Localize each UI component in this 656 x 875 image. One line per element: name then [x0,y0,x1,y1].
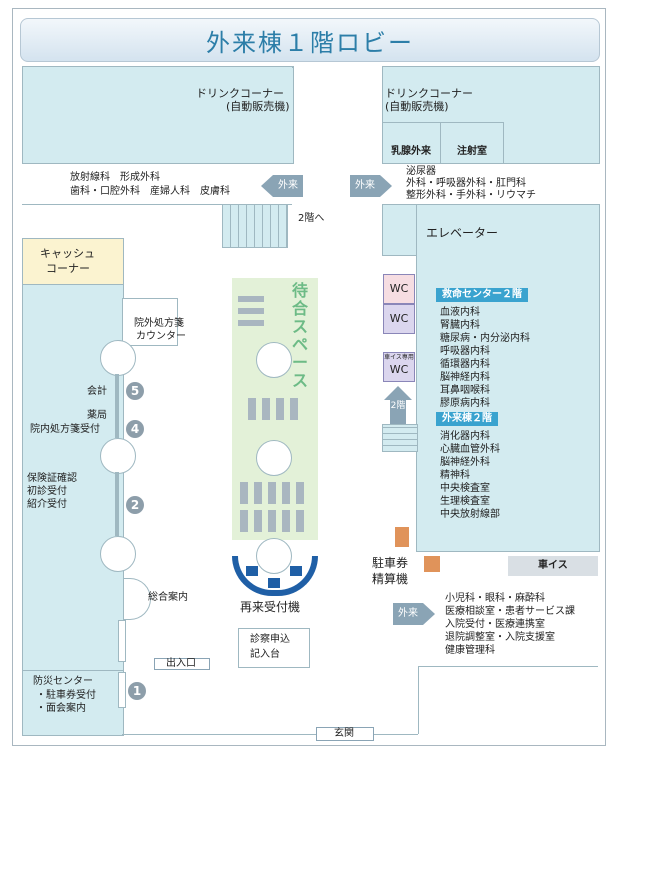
dept-right-line3: 整形外科・手外科・リウマチ [406,190,536,201]
dept-item: 退院調整室・入院支援室 [445,632,555,643]
counter-number-1: 1 [128,682,146,700]
first-visit-label: 初診受付 [27,486,67,497]
arrow-right-outpatient: 外来 [350,175,392,197]
disaster-label-3: ・面会案内 [36,703,86,714]
drink-right-sublabel: (自動販売機) [385,100,449,113]
dept-left-line1: 放射線科 形成外科 [70,172,160,183]
arrow-left-outpatient: 外来 [261,175,303,197]
bottom-right-list: 小児科・眼科・麻酔科 医療相談室・患者サービス課 入院受付・医療連携室 退院調整… [445,592,575,657]
dept-left-line2: 歯科・口腔外科 産婦人科 皮膚科 [70,186,230,197]
dept-item: 小児科・眼科・麻酔科 [445,593,545,604]
emergency-list: 血液内科 腎臓内科 糖尿病・内分泌内科 呼吸器内科 循環器内科 脳神経内科 耳鼻… [440,306,530,410]
dept-item: 医療相談室・患者サービス課 [445,606,575,617]
dept-item: 脳神経外科 [440,457,490,468]
stairs-label: 2階へ [298,213,325,224]
stairs [222,204,288,248]
dept-right-line2: 外科・呼吸器外科・肛門科 [406,178,526,189]
yakkyoku-label: 薬局 [87,410,107,421]
reception-label: 再来受付機 [240,600,301,614]
cashier-label-2: コーナー [46,262,90,275]
arrow-right-icon [380,175,392,197]
arrow-right-icon [423,603,435,625]
injection-label: 注射室 [457,146,487,157]
referral-label: 紹介受付 [27,499,67,510]
parking-machine-2-icon [424,556,440,572]
wc-wheelchair: 車イス専用 WC [383,352,415,382]
breast-surgery-room [382,122,442,164]
entrance-label: 出入口 [166,658,196,669]
wc-a: WC [383,274,415,304]
yakkyoku-sublabel: 院内処方箋受付 [30,424,100,435]
dept-item: 消化器内科 [440,431,490,442]
arrow-left-icon [261,175,273,197]
counter-number-5: 5 [126,382,144,400]
waiting-space-label: 待合スペース [292,281,309,390]
consult-desk-label-2: 記入台 [250,649,280,660]
parking-machine-icon [395,527,409,547]
dept-item: 循環器内科 [440,359,490,370]
dept-item: 膠原病内科 [440,398,490,409]
elevator-shaft [382,204,418,256]
drink-right-label: ドリンクコーナー [385,87,473,100]
dept-item: 中央放射線部 [440,509,500,520]
dept-item: 中央検査室 [440,483,490,494]
counter-post [100,438,136,474]
outpatient-rx-label-2: カウンター [136,331,186,342]
hoken-label: 保険証確認 [27,473,77,484]
consult-desk-label-1: 診察申込 [250,634,290,645]
arrow-bottom-outpatient: 外来 [393,603,435,625]
injection-room [440,122,504,164]
kaikei-label: 会計 [87,386,107,397]
counter-post [100,536,136,572]
info-label: 総合案内 [148,592,188,603]
dept-item: 脳神経内科 [440,372,490,383]
wheelchair-label: 車イス [538,560,568,571]
consult-desk [238,628,310,668]
drink-corner-left [22,66,294,164]
right-block [416,204,600,552]
dept-item: 耳鼻咽喉科 [440,385,490,396]
counter-number-4: 4 [126,420,144,438]
outpatient-rx-counter [122,298,178,346]
cashier-label-1: キャッシュ [40,247,95,260]
outpatient-rx-label-1: 院外処方箋 [134,318,184,329]
up-arrow-icon [384,386,412,400]
stairs-right [382,424,418,452]
disaster-label-1: 防災センター [33,676,93,687]
counter-number-2: 2 [126,496,144,514]
breast-surgery-label: 乳腺外来 [391,146,431,157]
genkan-label: 玄関 [334,728,354,739]
page-title: 外来棟１階ロビー [20,18,600,62]
dept-item: 精神科 [440,470,470,481]
waiting-post [256,440,292,476]
drink-left-label: ドリンクコーナー [196,87,284,100]
wc-b: WC [383,304,415,334]
up-to-2f: 2階 [390,400,406,424]
outpatient2f-list: 消化器内科 心臓血管外科 脳神経外科 精神科 中央検査室 生理検査室 中央放射線… [440,430,500,521]
emergency-heading: 救命センター２階 [436,288,528,302]
elevator-label: エレベーター [426,226,499,240]
dept-item: 呼吸器内科 [440,346,490,357]
dept-right-line1: 泌尿器 [406,166,436,177]
disaster-center [22,670,124,736]
wheelchair-area [508,556,598,576]
counter-post [100,340,136,376]
dept-item: 入院受付・医療連携室 [445,619,545,630]
dept-item: 健康管理科 [445,645,495,656]
dept-item: 血液内科 [440,307,480,318]
waiting-post [256,342,292,378]
parking-machine-label-2: 精算機 [372,572,409,586]
parking-machine-label-1: 駐車券 [372,556,409,570]
disaster-label-2: ・駐車券受付 [36,690,96,701]
dept-item: 糖尿病・内分泌内科 [440,333,530,344]
drink-left-sublabel: (自動販売機) [226,100,290,113]
dept-item: 心臓血管外科 [440,444,500,455]
outpatient2f-heading: 外来棟２階 [436,412,498,426]
dept-item: 生理検査室 [440,496,490,507]
dept-item: 腎臓内科 [440,320,480,331]
